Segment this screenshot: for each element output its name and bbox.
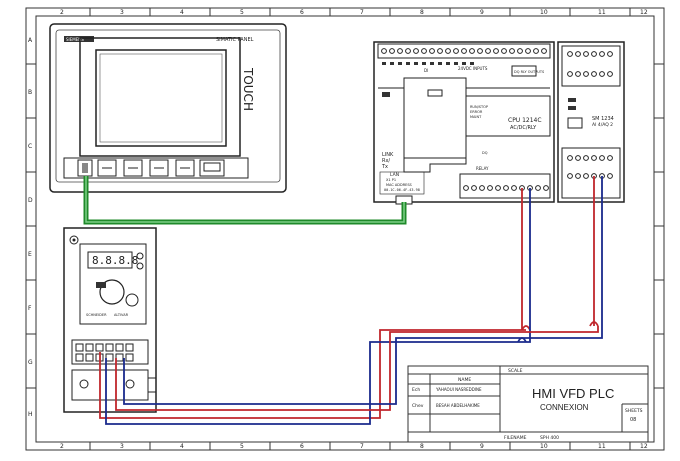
plc-serial: 00-1C-06-4F-43-98 — [384, 188, 420, 192]
col-label: 12 — [640, 443, 648, 450]
col-label: 8 — [420, 443, 424, 450]
name-label: NAME — [458, 377, 471, 383]
inner-frame — [35, 15, 655, 443]
signal-wire-blue-1 — [105, 188, 531, 425]
col-label: 11 — [598, 443, 606, 450]
vfd-series: ALTIVAR — [114, 313, 129, 317]
plc-mac-label: MAC ADDRESS — [386, 183, 413, 187]
scale-label: SCALE — [508, 368, 523, 374]
hmi-brand: SIEMENS — [66, 37, 84, 42]
sheets-label: SHEETS — [625, 408, 643, 414]
vfd-brand: SCHNEIDER — [86, 313, 107, 317]
row-label: H — [28, 411, 33, 418]
hmi-screen — [95, 49, 227, 147]
plc-input-leds — [382, 62, 474, 65]
ech-label: Ech — [412, 387, 420, 393]
vfd-terminals — [75, 343, 134, 362]
col-label: 5 — [240, 443, 244, 450]
col-label: 8 — [420, 9, 424, 16]
main-title: HMI VFD PLC — [532, 386, 614, 401]
plc-link-label: LINK — [382, 152, 394, 158]
vfd-display-value: 8.8.8.8 — [92, 254, 138, 267]
sheet-number: 08 — [630, 417, 636, 423]
signal-wire-blue-2 — [123, 176, 603, 405]
plc-status-error: ERROR — [470, 110, 483, 114]
col-label: 6 — [300, 443, 304, 450]
col-label: 2 — [60, 9, 64, 16]
plc-inputs-label: 24VDC INPUTS — [458, 66, 488, 71]
row-label: B — [28, 89, 32, 96]
subtitle: CONNEXION — [540, 403, 589, 412]
col-label: 6 — [300, 9, 304, 16]
plc-dq-label: DQ — [482, 151, 488, 155]
hmi-screen-bezel — [79, 37, 241, 157]
col-label: 3 — [120, 443, 124, 450]
plc-top-terminals — [381, 48, 547, 54]
vfd-knob — [99, 279, 125, 305]
plc-tx-label: Tx — [381, 164, 388, 170]
row-label: C — [28, 143, 32, 150]
author-1: YAHAOUI NASREDDINE — [435, 387, 482, 392]
col-label: 10 — [540, 9, 548, 16]
col-label: 12 — [640, 9, 648, 16]
author-2: BESAH ABDELHAKIME — [436, 403, 480, 408]
vfd-display — [87, 251, 133, 269]
chev-label: Chev — [412, 403, 424, 409]
row-labels: A B C D E F G H — [26, 37, 664, 418]
plc-port-label: X1 P1 — [386, 178, 396, 182]
vfd-drive: 8.8.8.8 SCHNEIDER ALTIVAR — [63, 227, 157, 413]
row-label: D — [28, 197, 33, 204]
column-labels-top: 2 3 4 5 6 7 8 9 10 11 12 — [60, 8, 648, 16]
col-label: 10 — [540, 443, 548, 450]
plc-output-label: DQ RLY OUTPUTS — [514, 70, 545, 74]
filename-label: FILENAME — [504, 435, 527, 441]
col-label: 7 — [360, 443, 364, 450]
plc-sm-module: SM 1234 AI 4/AQ 2 — [557, 41, 625, 203]
outer-frame — [25, 7, 665, 451]
plc-status-maint: MAINT — [470, 115, 482, 119]
hmi-model: SIMATIC PANEL — [216, 37, 254, 43]
sm-label: SM 1234 — [592, 116, 614, 122]
plc-lan-label: LAN — [390, 172, 399, 178]
col-label: 11 — [598, 9, 606, 16]
row-label: G — [28, 359, 33, 366]
hmi-panel: SIEMENS SIMATIC PANEL TOUCH — [49, 23, 287, 193]
col-label: 9 — [480, 443, 484, 450]
hmi-touch-label: TOUCH — [241, 67, 255, 111]
row-label: A — [28, 37, 33, 44]
col-label: 5 — [240, 9, 244, 16]
col-label: 4 — [180, 443, 184, 450]
col-label: 4 — [180, 9, 184, 16]
title-block: SCALE NAME Ech YAHAOUI NASREDDINE Chev B… — [407, 365, 649, 443]
plc-cpu: DI 24VDC INPUTS DQ RLY OUTPUTS CPU 1214C… — [373, 41, 555, 205]
plc-status-run: RUN/STOP — [470, 105, 488, 109]
column-labels-bottom: 2 3 4 5 6 7 8 9 10 11 12 — [60, 442, 648, 450]
row-label: F — [28, 305, 32, 312]
plc-relay-label: RELAY — [476, 166, 489, 171]
plc-rx-label: Rx/ — [382, 158, 390, 164]
col-label: 2 — [60, 443, 64, 450]
sm-sub: AI 4/AQ 2 — [592, 122, 613, 128]
row-label: E — [28, 251, 32, 258]
signal-wire-red-2 — [115, 176, 599, 411]
col-label: 3 — [120, 9, 124, 16]
plc-cpu-label: CPU 1214C — [508, 117, 542, 124]
hmi-brand-logo — [64, 36, 94, 42]
col-label: 7 — [360, 9, 364, 16]
plc-di-label: DI — [424, 68, 428, 73]
hmi-connector-strip — [63, 157, 249, 179]
col-label: 9 — [480, 9, 484, 16]
filename: SPH 400 — [540, 435, 559, 441]
plc-cpu-sub: AC/DC/RLY — [510, 125, 537, 131]
